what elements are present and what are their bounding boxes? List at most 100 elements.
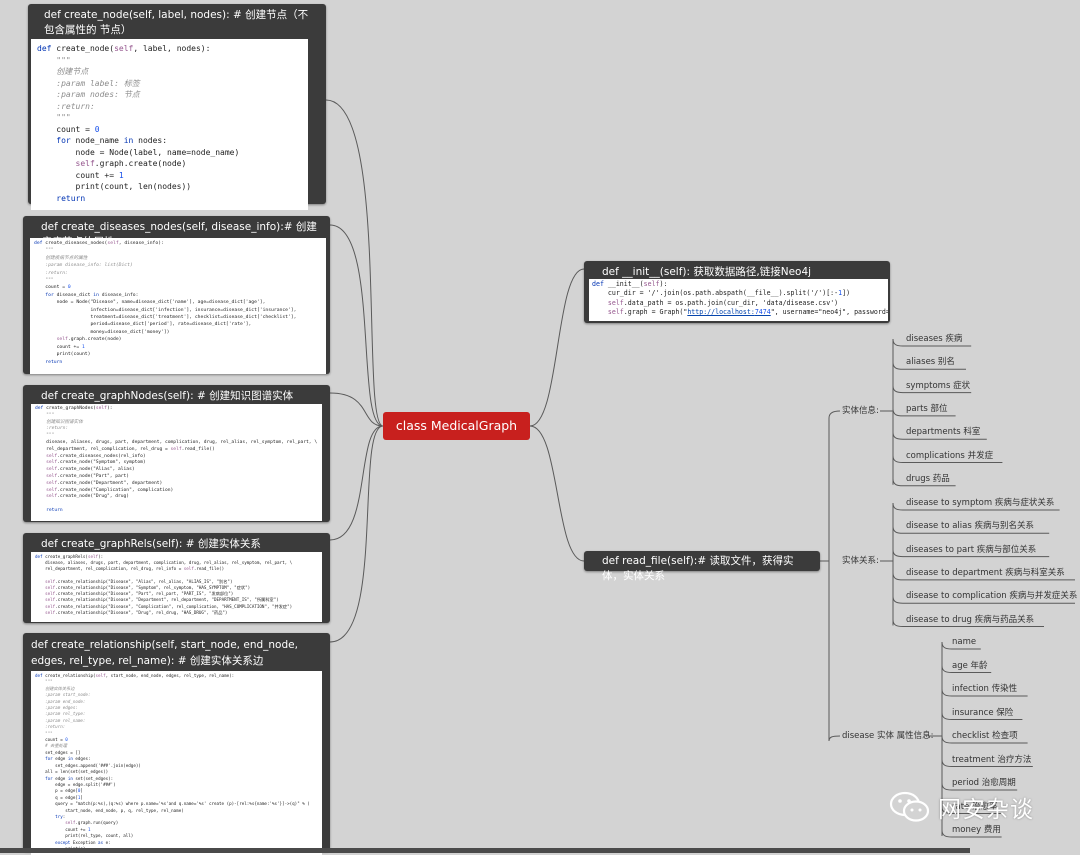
leaf-attr-4[interactable]: checklist 检查项 <box>952 731 1018 741</box>
leaf-attr-3[interactable]: insurance 保险 <box>952 707 1014 718</box>
code-line: self.create_relationship("Disease", "Par… <box>45 591 234 597</box>
code-line: self.graph.create(node) <box>56 337 122 343</box>
code-line: self.data_path = os.path.join(cur_dir, '… <box>607 298 839 307</box>
code-line: self.create_relationship("Disease", "Sym… <box>45 585 251 591</box>
link-leaf-relation-2 <box>892 549 1050 558</box>
leaf-attr-6[interactable]: period 治愈周期 <box>952 778 1016 788</box>
leaf-attr-8[interactable]: money 费用 <box>952 825 1001 835</box>
code-line: try: <box>55 813 66 819</box>
leaf-relation-5[interactable]: disease to drug 疾病与药品关系 <box>906 614 1035 625</box>
code-line: count = 0 <box>34 285 71 291</box>
horizontal-scrollbar[interactable] <box>0 848 970 853</box>
link-leaf-relation-4 <box>892 596 1075 604</box>
code-line: count = 0 <box>37 124 100 134</box>
code-line: rel_department, rel_complication, rel_dr… <box>35 566 225 572</box>
code-block: def create_diseases_nodes(self, disease_… <box>30 238 326 374</box>
code-line: for disease_dict in disease_info: <box>45 292 139 298</box>
leaf-relation-1[interactable]: disease to alias 疾病与别名关系 <box>906 521 1034 532</box>
code-line: :param nodes: 节点 <box>37 90 140 99</box>
code-block: def create_node(self, label, nodes): """… <box>31 39 308 210</box>
watermark-text: 网安杂谈 <box>938 797 1034 823</box>
code-line: count += 1 <box>34 344 85 350</box>
code-line: self.create_node("Part", part) <box>46 473 130 479</box>
code-line: cur_dir = '/'.join(os.path.abspath(__fil… <box>592 289 851 298</box>
code-line: self.graph.create(node) <box>75 159 187 168</box>
code-line: set_edges.append('###'.join(edge)) <box>35 762 141 768</box>
code-line: node = Node(label, name=node_name) <box>37 147 240 157</box>
card-create-graphnodes[interactable]: def create_graphNodes(self): # 创建知识图谱实体 … <box>23 385 330 522</box>
code-line: self.create_relationship("Disease", "Dru… <box>45 609 228 615</box>
leaf-entity-2[interactable]: symptoms 症状 <box>906 380 971 391</box>
leaf-entity-1[interactable]: aliases 别名 <box>906 357 955 368</box>
code-line: q = edge[1] <box>35 794 83 800</box>
code-line: all = len(set(set_edges)) <box>35 769 109 775</box>
link-leaf-entity-5 <box>892 455 1003 463</box>
code-line: self.create_node("Drug", drug) <box>46 494 130 500</box>
center-node[interactable]: class MedicalGraph <box>383 412 530 440</box>
leaf-attr-2[interactable]: infection 传染性 <box>952 684 1018 694</box>
leaf-relation-3[interactable]: disease to department 疾病与科室关系 <box>906 567 1065 578</box>
code-line: print(count, len(nodes)) <box>37 182 192 191</box>
code-line: def create_node(self, label, nodes): <box>37 44 211 53</box>
leaf-relation-4[interactable]: disease to complication 疾病与并发症关系 <box>906 591 1078 602</box>
leaf-attr-5[interactable]: treatment 治疗方法 <box>952 754 1032 765</box>
code-line: def create_diseases_nodes(self, disease_… <box>34 241 164 246</box>
leaf-entity-4[interactable]: departments 科室 <box>906 427 981 438</box>
link-leaf-attr-0 <box>941 641 981 650</box>
leaf-entity-0[interactable]: diseases 疾病 <box>906 334 963 344</box>
link-leaf-relation-1 <box>892 526 1050 534</box>
leaf-entity-5[interactable]: complications 并发症 <box>906 450 994 461</box>
code-line: self.create_diseases_nodes(rel_info) <box>46 453 146 459</box>
code-line: :param end_node: <box>35 698 86 704</box>
leaf-entity-6[interactable]: drugs 药品 <box>906 473 950 484</box>
link-create-node <box>325 99 384 427</box>
code-line: disease, aliases, drugs, part, departmen… <box>35 560 293 566</box>
watermark: 网安杂谈 <box>888 790 1034 824</box>
code-line: """ <box>35 679 53 685</box>
code-line: print(rel_type, count, all) <box>35 833 134 839</box>
card-create-diseases-nodes[interactable]: def create_diseases_nodes(self, disease_… <box>23 216 330 374</box>
leaf-entity-3[interactable]: parts 部位 <box>906 403 948 414</box>
link-leaf-attr-4 <box>941 735 1028 744</box>
card-title: def create_graphNodes(self): # 创建知识图谱实体 <box>41 390 294 402</box>
link-create-diseases-nodes <box>329 224 384 427</box>
code-line: self.create_relationship("Disease", "Com… <box>45 603 293 609</box>
card-read-file[interactable]: def read_file(self):# 读取文件，获得实体，实体关系 <box>584 551 820 582</box>
code-line: set_edges = [] <box>35 749 81 755</box>
code-line: """ <box>34 248 54 254</box>
code-line: self.graph = Graph("http://localhost:747… <box>607 308 888 317</box>
link-leaf-attr-1 <box>941 665 992 673</box>
card-create-node[interactable]: def create_node(self, label, nodes): # 创… <box>28 4 326 210</box>
code-line: return <box>46 507 63 513</box>
link-leaf-attr-7 <box>941 806 1002 814</box>
link-leaf-relation-5 <box>892 619 1044 627</box>
code-line: treatment=disease_dict['treatment'], che… <box>34 315 297 321</box>
code-line: self.create_node("Alias", alias) <box>46 467 135 473</box>
card-init[interactable]: def __init__(self): 获取数据路径,链接Neo4j def _… <box>584 261 890 323</box>
code-line: node = Node("Disease", name=disease_dict… <box>34 300 266 306</box>
card-create-relationship[interactable]: def create_relationship(self, start_node… <box>23 633 330 855</box>
leaf-relation-2[interactable]: diseases to part 疾病与部位关系 <box>906 544 1037 555</box>
code-line: self.create_node("Symptom", symptom) <box>46 460 146 466</box>
code-line: """ <box>37 113 71 122</box>
code-line: :param edges: <box>35 705 78 711</box>
code-block: def create_graphRels(self): disease, ali… <box>31 552 322 622</box>
code-line: """ <box>35 412 55 418</box>
card-create-graphrels[interactable]: def create_graphRels(self): # 创建实体关系 def… <box>23 533 330 623</box>
code-line: self.graph.run(query) <box>65 820 119 826</box>
code-line: query = "match(p:%s),(q:%s) where p.name… <box>35 801 310 807</box>
code-line: self.create_relationship("Disease", "Ali… <box>45 578 233 584</box>
leaf-relation-0[interactable]: disease to symptom 疾病与症状关系 <box>906 498 1055 508</box>
leaf-attr-0[interactable]: name <box>952 637 977 647</box>
link-leaf-relation-3 <box>892 572 1075 581</box>
leaf-attr-7[interactable]: rate 治愈率 <box>952 801 998 812</box>
code-line: return <box>45 359 63 365</box>
code-line: 创建疾病节点的属性 <box>34 255 88 261</box>
leaf-attr-1[interactable]: age 年龄 <box>952 660 988 671</box>
card-title: def __init__(self): 获取数据路径,链接Neo4j <box>602 266 812 278</box>
link-leaf-entity-1 <box>892 362 966 370</box>
code-line: infection=disease_dict['infection'], ins… <box>34 307 297 313</box>
code-line: :param label: 标签 <box>37 78 140 88</box>
code-block: def create_relationship(self, start_node… <box>31 671 322 855</box>
